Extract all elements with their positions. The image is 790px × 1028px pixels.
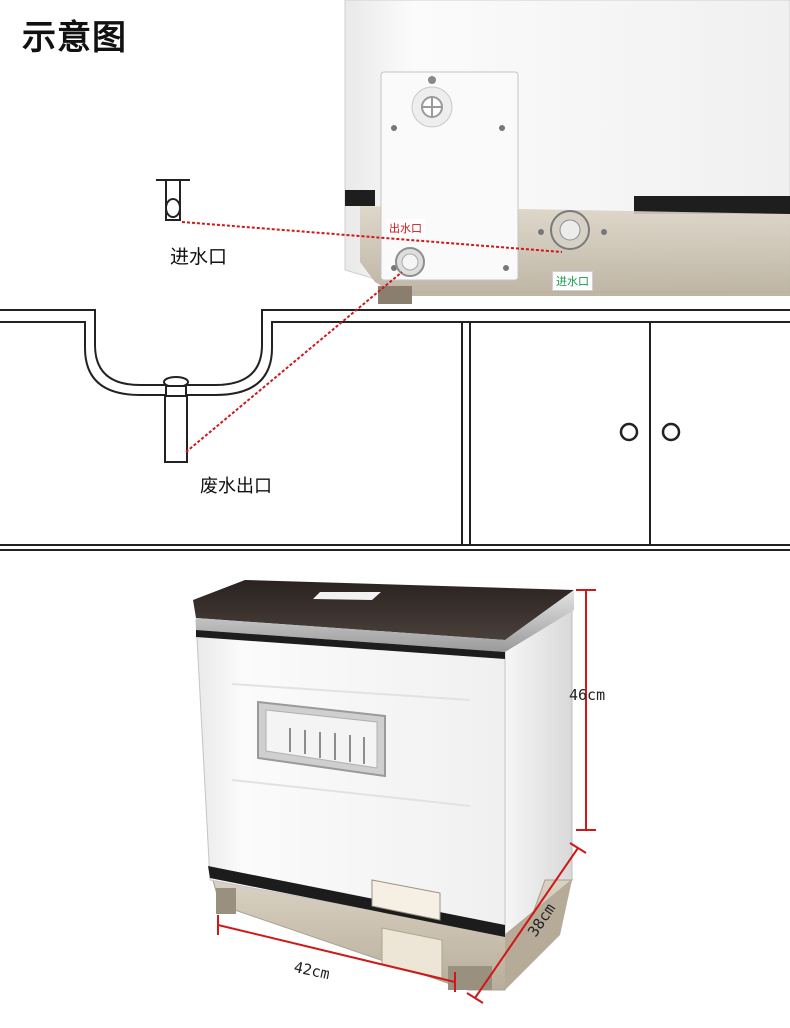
outlet-port xyxy=(395,247,425,277)
drain-label: 废水出口 xyxy=(200,476,272,497)
dimension-lines xyxy=(217,589,596,1004)
page-title: 示意图 xyxy=(22,18,127,58)
appliance-rear-view xyxy=(344,0,790,304)
inlet-tag: 进水口 xyxy=(552,271,593,291)
vent-icon xyxy=(411,86,453,128)
appliance-front-view xyxy=(193,580,574,991)
inlet-label: 进水口 xyxy=(170,246,228,268)
drain-pipe-icon xyxy=(163,376,189,463)
guide-lines xyxy=(181,221,563,453)
water-tap-icon xyxy=(156,179,190,221)
height-dimension: 46cm xyxy=(569,686,606,704)
inlet-guide-line xyxy=(181,221,563,253)
outlet-tag: 出水口 xyxy=(386,219,425,237)
drain-guide-line xyxy=(185,271,403,453)
width-dim-line xyxy=(217,924,456,983)
inlet-port xyxy=(538,210,607,250)
depth-dim-line xyxy=(474,847,579,999)
cabinet-knob-icon xyxy=(619,422,681,442)
